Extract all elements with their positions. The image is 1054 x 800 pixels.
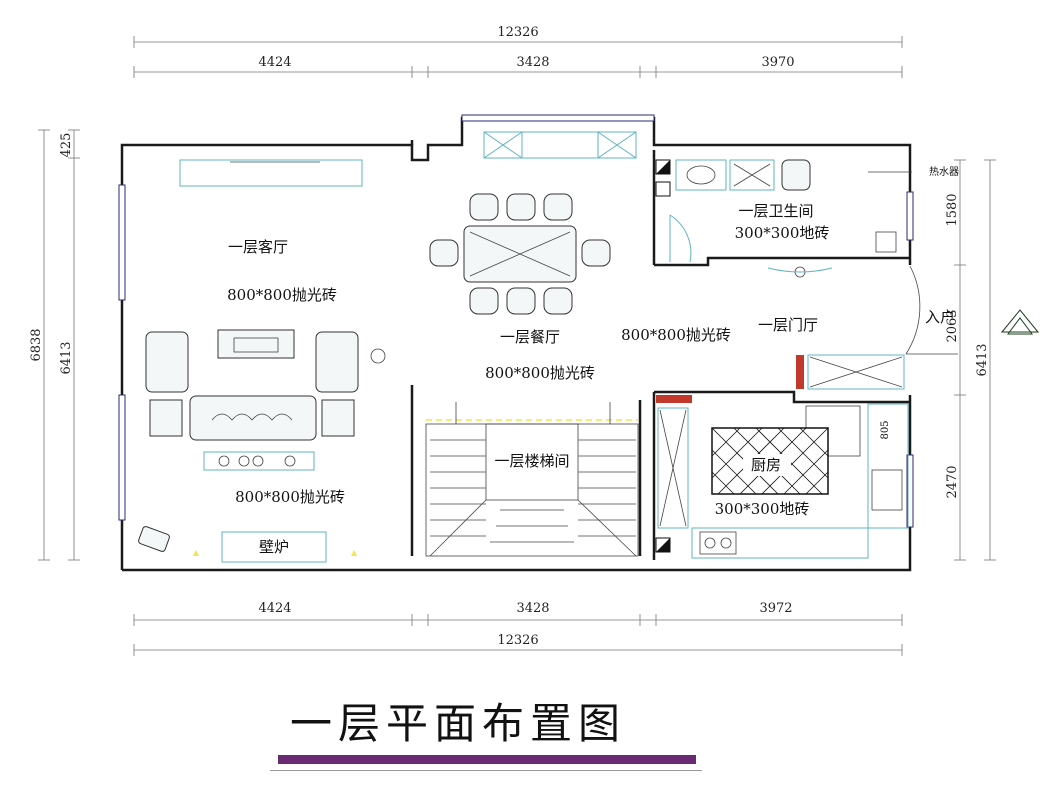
top-total-dim: 12326 <box>497 25 538 40</box>
left-seg-1: 425 <box>59 133 74 158</box>
bathroom-floor: 300*300地砖 <box>735 224 830 242</box>
title-underline-rule <box>270 770 702 771</box>
left-seg-2: 6413 <box>59 341 74 374</box>
fireplace-label: 壁炉 <box>259 538 289 556</box>
top-dimensions: 12326 4424 3428 3970 <box>133 25 903 78</box>
staircase <box>425 402 639 557</box>
counter-dim: 805 <box>880 420 891 439</box>
title-underline-bar <box>278 755 696 764</box>
entry-door <box>905 265 921 355</box>
bottom-seg-3: 3972 <box>759 601 792 616</box>
windows <box>118 114 914 528</box>
water-heater-label: 热水器 <box>929 165 959 178</box>
bottom-dimensions: 4424 3428 3972 12326 <box>133 601 903 656</box>
dining-table-set <box>429 193 611 315</box>
page-title: 一层平面布置图 <box>290 699 627 748</box>
side-table-left <box>149 399 183 437</box>
interior-walls <box>410 150 910 560</box>
fireplace <box>221 531 327 563</box>
tv-cabinet <box>179 159 363 187</box>
entry-hall-label: 一层门厅 <box>758 316 818 334</box>
right-dimensions: 1580 2063 2470 6413 <box>945 159 996 561</box>
bathroom-name: 一层卫生间 <box>738 202 813 220</box>
kitchen-name: 厨房 <box>751 456 781 474</box>
exterior-walls <box>120 116 912 572</box>
kitchen-floor: 300*300地砖 <box>715 500 810 518</box>
right-seg-2: 2063 <box>945 309 960 342</box>
dining-room-floor: 800*800抛光砖 <box>485 364 595 382</box>
shoe-cabinet-accent <box>796 355 804 389</box>
living-room-furniture <box>138 329 386 556</box>
bottom-seg-1: 4424 <box>258 601 291 616</box>
armchair-left <box>145 331 189 393</box>
top-seg-3: 3970 <box>761 55 794 70</box>
right-seg-1: 1580 <box>945 193 960 226</box>
hall-floor: 800*800抛光砖 <box>621 326 731 344</box>
bottom-seg-2: 3428 <box>516 601 549 616</box>
top-seg-1: 4424 <box>258 55 291 70</box>
toilet-icon <box>781 159 811 191</box>
living-room-floor-lower: 800*800抛光砖 <box>235 488 345 506</box>
armchair-right <box>315 331 359 393</box>
top-seg-2: 3428 <box>516 55 549 70</box>
left-total-dim: 6838 <box>29 328 44 361</box>
dining-bay-cabinets <box>483 131 637 159</box>
right-seg-3: 2470 <box>945 465 960 498</box>
entrance-arrow-icon <box>1000 309 1040 333</box>
left-dimensions: 6838 425 6413 <box>29 129 80 561</box>
entrance-label: 入户 <box>925 308 955 326</box>
dining-room-name: 一层餐厅 <box>500 328 560 346</box>
corner-chair <box>138 526 170 552</box>
right-outer-dim: 6413 <box>975 343 990 376</box>
living-room-name: 一层客厅 <box>228 238 288 256</box>
side-table-right <box>321 399 355 437</box>
living-room-floor: 800*800抛光砖 <box>227 286 337 304</box>
sofa <box>189 395 317 441</box>
plant-icon <box>370 348 386 364</box>
low-table <box>203 451 315 471</box>
bottom-total-dim: 12326 <box>497 633 538 648</box>
stair-label: 一层楼梯间 <box>494 452 569 470</box>
coffee-table <box>217 329 295 359</box>
